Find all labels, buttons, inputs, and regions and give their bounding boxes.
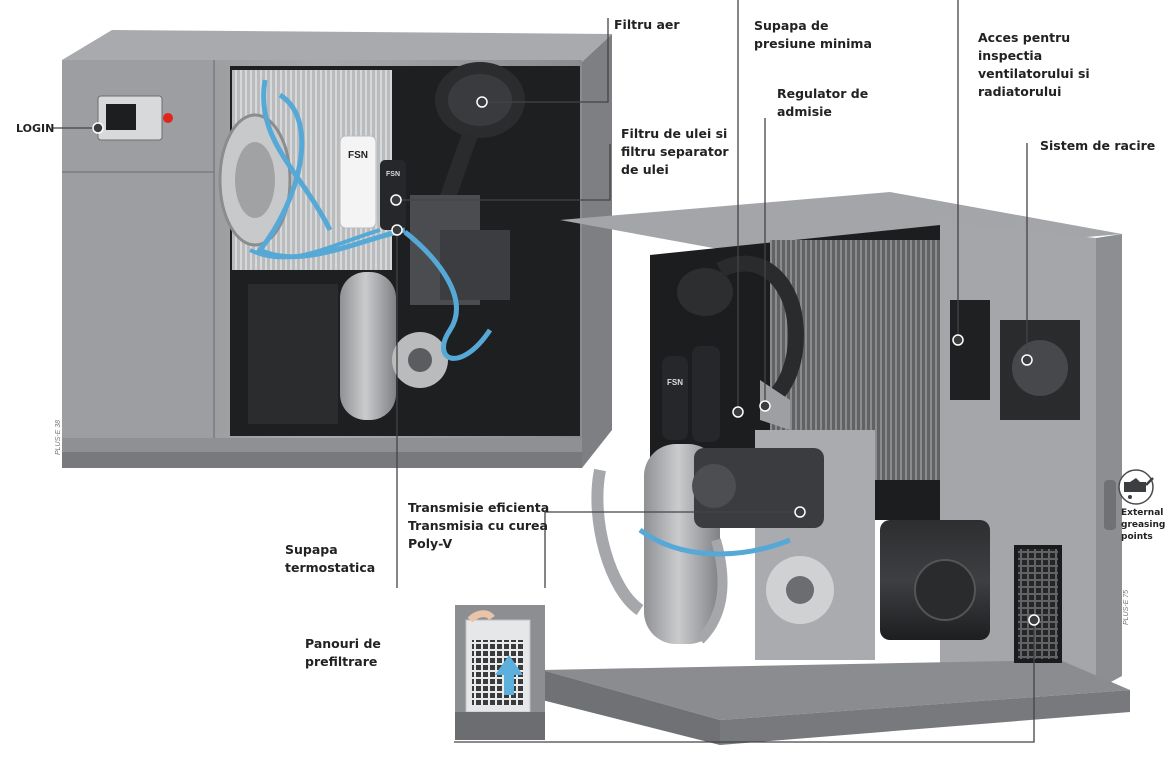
prefilter-inset [455, 605, 545, 740]
callout-transmission: Transmisie eficienta Transmisia cu curea… [408, 500, 550, 551]
callout-thermostatic-valve: Supapa termostatica [285, 542, 376, 575]
callout-air-filter: Filtru aer [614, 17, 680, 32]
filter-brand-1: FSN [348, 150, 368, 161]
filter-brand-3: FSN [667, 378, 683, 387]
callout-prefilter-panels: Panouri de prefiltrare [305, 636, 381, 669]
callout-intake-regulator: Regulator de admisie [777, 86, 869, 119]
oil-can-icon [1118, 469, 1154, 505]
callout-lines [52, 0, 1035, 743]
callout-ventilation-access: Acces pentru inspectia ventilatorului si… [978, 30, 1090, 99]
model-label-right: PLUS-E 75 [1123, 590, 1130, 625]
compressor-left: FSN FSN PLUS-E 38 [55, 30, 612, 468]
callout-min-pressure-valve: Supapa de presiune minima [754, 18, 872, 51]
compressor-right: FSN PLUS-E 75 [542, 192, 1130, 745]
model-label-left: PLUS-E 38 [55, 420, 62, 455]
callout-oil-filter: Filtru de ulei si filtru separator de ul… [621, 126, 729, 177]
filter-brand-2: FSN [386, 171, 400, 178]
callout-cooling-system: Sistem de racire [1040, 138, 1156, 153]
callout-external-greasing: External greasing points [1121, 508, 1166, 542]
callout-login: LOGIN [16, 122, 55, 135]
callout-dots [92, 96, 1040, 626]
